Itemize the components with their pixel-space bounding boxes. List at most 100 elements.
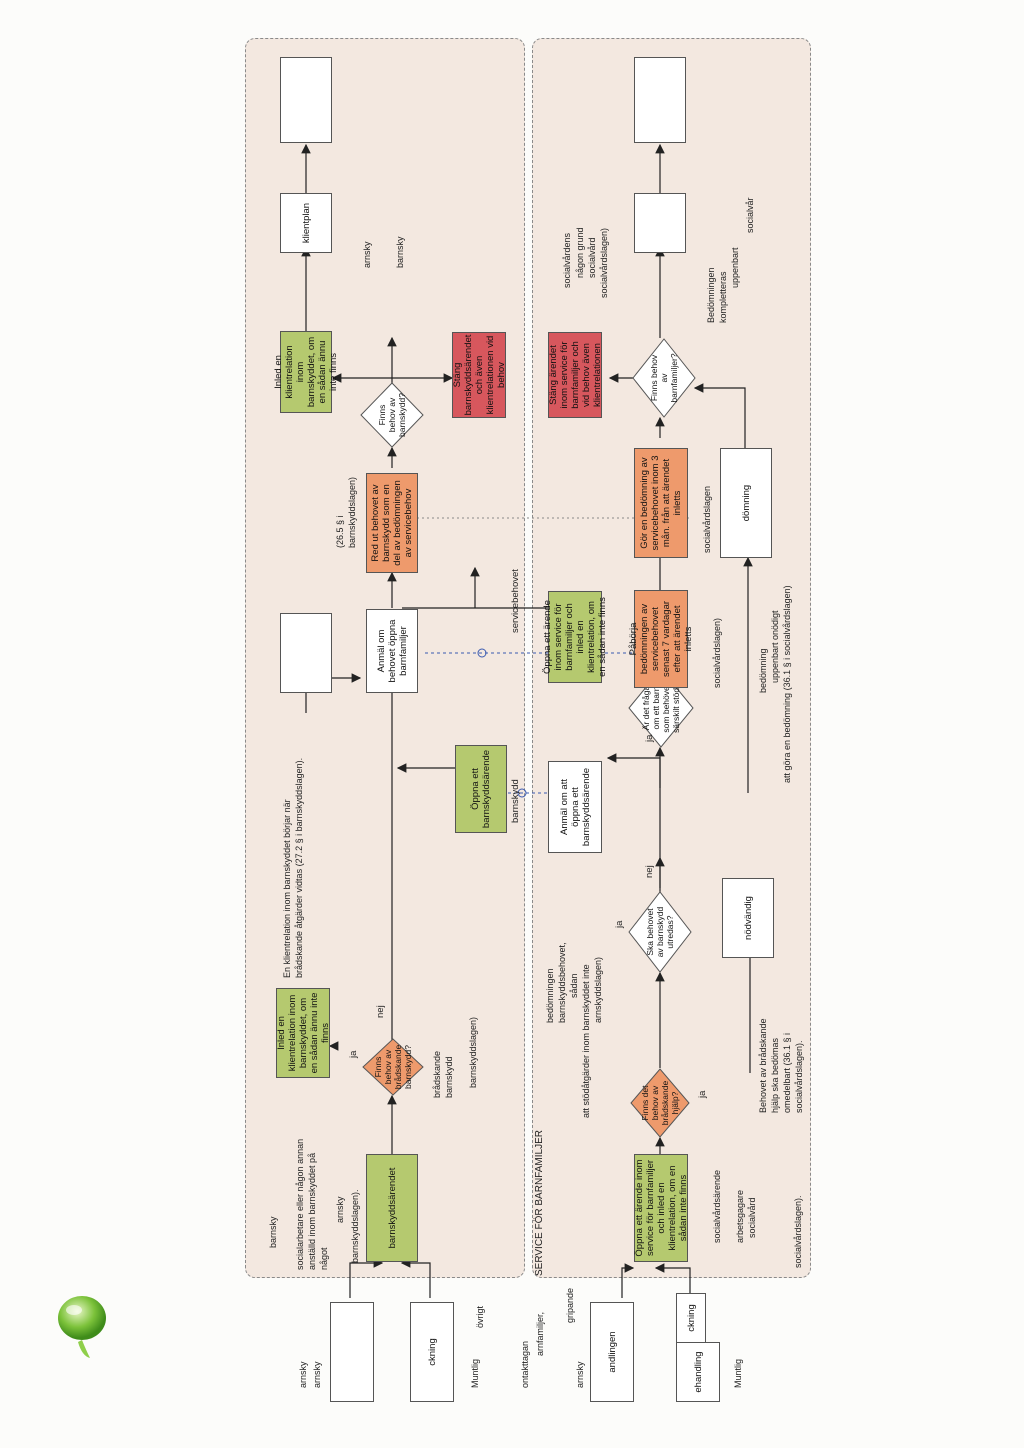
- start-upper-note-muntlig: Muntlig: [470, 1358, 480, 1388]
- leaf-logo-icon: [58, 1296, 106, 1358]
- lower-note-behovet-2: hjälp ska bedömas: [770, 1037, 780, 1113]
- lower-box-white-end: [634, 57, 686, 143]
- upper-note-bradskande-2: barnskydd: [444, 1056, 454, 1098]
- start-lower-label-2: arnfamiljer,: [535, 1311, 545, 1356]
- lower-note-socialvardens-3: socialvård: [587, 237, 597, 278]
- decision-diamond-icon: [360, 382, 424, 448]
- lower-box-oppna-arende: Öppna ett ärende inom service för barnfa…: [634, 1154, 689, 1262]
- start-lower-box-1: andlingen: [590, 1302, 634, 1402]
- upper-note-intro2-2: barnskyddslagen).: [350, 1189, 360, 1263]
- decision-diamond-icon: [630, 1068, 690, 1138]
- upper-box-white-end: [280, 57, 332, 143]
- lower-note-bedomning-1: bedömning: [758, 648, 768, 693]
- upper-box-klientrelation-1: Inled en klientrelation inom barnskyddet…: [276, 988, 331, 1078]
- lower-note-socialvardens-4: socialvårdslagen): [599, 227, 609, 298]
- lower-note-bedomningen2-2: kompletteras: [718, 271, 728, 323]
- lower-box-anmal: Anmäl om att öppna ett barnskyddsärende: [548, 761, 602, 853]
- start-lower-label-1: ontakttagan: [520, 1340, 530, 1388]
- upper-note-265-1: (26.5 § i: [335, 515, 345, 548]
- lower-label-nej: nej: [644, 865, 655, 878]
- middle-label-barnskydd: barnskydd: [510, 779, 521, 823]
- lower-box-gor: Gör en bedömning av servicebehovet inom …: [634, 448, 688, 558]
- lower-decision-ska: Ska behovet av barnskydd utredas?: [628, 891, 692, 973]
- upper-box-anmal: Anmäl om behovet öppna barnfamiljer: [366, 609, 418, 693]
- upper-box-white-mid: [280, 613, 332, 693]
- upper-note-intro-3: anställd inom barnskyddet på: [307, 1152, 317, 1270]
- lower-box-white-1: [634, 193, 686, 253]
- lower-note-left-4: socialvårdslagen).: [793, 1195, 803, 1268]
- lower-label-ja-1: ja: [697, 1090, 708, 1098]
- lane-title-service: SERVICE FÖR BARNFAMILJER: [534, 1130, 545, 1276]
- lower-note-bedomning-2: uppenbart onödigt: [770, 610, 780, 683]
- lower-box-nodvandig: nödvändig: [722, 878, 774, 958]
- lower-note-left-2: arbetsgagare: [735, 1189, 745, 1243]
- lower-note-bedomning-3: att göra en bedömning (36.1 § i socialvå…: [782, 585, 792, 783]
- upper-box-oppna-arende: Öppna ett barnskyddsärende: [455, 745, 507, 833]
- lower-note-socialvardens-1: socialvårdens: [562, 232, 572, 288]
- upper-decision-finns-text: Finns behov av barnskydd?: [376, 393, 407, 437]
- upper-box-klientplan: klientplan: [280, 193, 332, 253]
- upper-note-intro-1: barnsky: [268, 1216, 278, 1248]
- decision-diamond-icon: [362, 1038, 424, 1096]
- start-lower-box-2: ckning: [676, 1293, 706, 1343]
- lower-note-behovet-1: Behovet av brådskande: [758, 1018, 768, 1113]
- lower-box-stang: Stäng ärendet inom service för barnfamil…: [548, 332, 603, 418]
- lower-note-left-3: socialvård: [747, 1197, 757, 1238]
- upper-note-klientrelation-2: brådskande åtgärder vidtas (27.2 § i bar…: [294, 757, 304, 978]
- upper-note-lagen: barnskyddslagen): [468, 1016, 478, 1088]
- lower-note-behovet-4: socialvårdslagen).: [794, 1040, 804, 1113]
- start-upper-note-ovrigt: övrigt: [475, 1305, 485, 1328]
- lower-label-ja-3: ja: [644, 734, 655, 742]
- decision-diamond-icon: [632, 338, 696, 418]
- lower-box-domning: dömning: [720, 448, 772, 558]
- upper-decision-bradskande-text: Finns behov av brådskande barnskydd?: [372, 1044, 413, 1090]
- upper-box-arende: barnskyddsärendet: [366, 1154, 418, 1262]
- lower-note-bedomningen2-1: Bedömningen: [706, 267, 716, 323]
- lower-note-bedomningen-4: att stödåtgärder inom barnskyddet inte: [581, 964, 591, 1118]
- lower-note-bedomningen-5: arnskyddslagen): [593, 956, 603, 1023]
- lower-note-bedomningen-3: sådan: [569, 973, 579, 998]
- lower-decision-finns: Finns behov av barnfamiljer?: [632, 338, 696, 418]
- lower-box-oppna-arende-2: Öppna ett ärende inom service för barnfa…: [542, 591, 608, 683]
- start-upper-box-1: [330, 1302, 374, 1402]
- start-lower-label-4: arnsky: [575, 1361, 585, 1388]
- lower-note-socialvardslagen-2: socialvårdslagen: [702, 485, 712, 553]
- decision-diamond-icon: [628, 891, 692, 973]
- upper-decision-bradskande: Finns behov av brådskande barnskydd?: [362, 1038, 424, 1096]
- upper-box-red-ut: Red ut behovet av barnskydd som en del a…: [366, 473, 418, 573]
- lower-note-left-1: socialvårdsärende: [712, 1169, 722, 1243]
- lower-decision-bradskande: Finns det behov av brådskande hjälp?: [630, 1068, 690, 1138]
- start-upper-label-1: arnsky: [298, 1361, 308, 1388]
- lower-decision-bradskande-text: Finns det behov av brådskande hjälp?: [640, 1080, 680, 1126]
- start-upper-box-2: ckning: [410, 1302, 454, 1402]
- upper-note-intro2-1: arnsky: [335, 1196, 345, 1223]
- upper-box-stang: Stäng barnskyddsärendet och även klientr…: [452, 332, 507, 418]
- upper-note-intro-4: något: [319, 1247, 329, 1270]
- upper-note-arnsky: arnsky: [362, 241, 372, 268]
- lower-note-socialvardslagen-1: socialvårdslagen): [712, 617, 722, 688]
- upper-label-ja: ja: [348, 1050, 359, 1058]
- lower-note-socialvar: socialvår: [745, 197, 755, 233]
- upper-note-265-2: barnskyddslagen): [347, 476, 357, 548]
- lower-note-socialvardens-2: någon grund: [575, 227, 585, 278]
- lower-decision-ar-text: Är det fråga om ett barn som behöver sär…: [640, 683, 681, 733]
- lower-decision-finns-text: Finns behov av barnfamiljer?: [648, 353, 679, 403]
- upper-box-klientrelation-2: Inled en klientrelation inom barnskyddet…: [273, 331, 339, 413]
- start-lower-label-3: gripande: [565, 1287, 575, 1323]
- upper-note-klientrelation-1: En klientrelation inom barnskyddet börja…: [282, 799, 292, 978]
- lower-box-paborja: Påbörja bedömningen av servicebehovet se…: [628, 590, 694, 688]
- start-lower-note-muntlig: Muntlig: [733, 1358, 743, 1388]
- start-upper-label-2: arnsky: [312, 1361, 322, 1388]
- upper-label-nej: nej: [375, 1005, 386, 1018]
- upper-decision-finns: Finns behov av barnskydd?: [360, 382, 424, 448]
- lower-decision-ska-text: Ska behovet av barnskydd utredas?: [644, 906, 675, 958]
- lower-note-bedomningen2-3: uppenbart: [730, 247, 740, 288]
- upper-note-intro-2: socialarbetare eller någon annan: [295, 1138, 305, 1270]
- lower-label-ja-2: ja: [614, 920, 625, 928]
- upper-note-bradskande-1: brådskande: [432, 1050, 442, 1098]
- middle-label-servicebehov: servicebehovet: [510, 569, 521, 633]
- lower-note-behovet-3: omedelbart (36.1 § i: [782, 1032, 792, 1113]
- lower-note-bedomningen-1: bedömningen: [545, 968, 555, 1023]
